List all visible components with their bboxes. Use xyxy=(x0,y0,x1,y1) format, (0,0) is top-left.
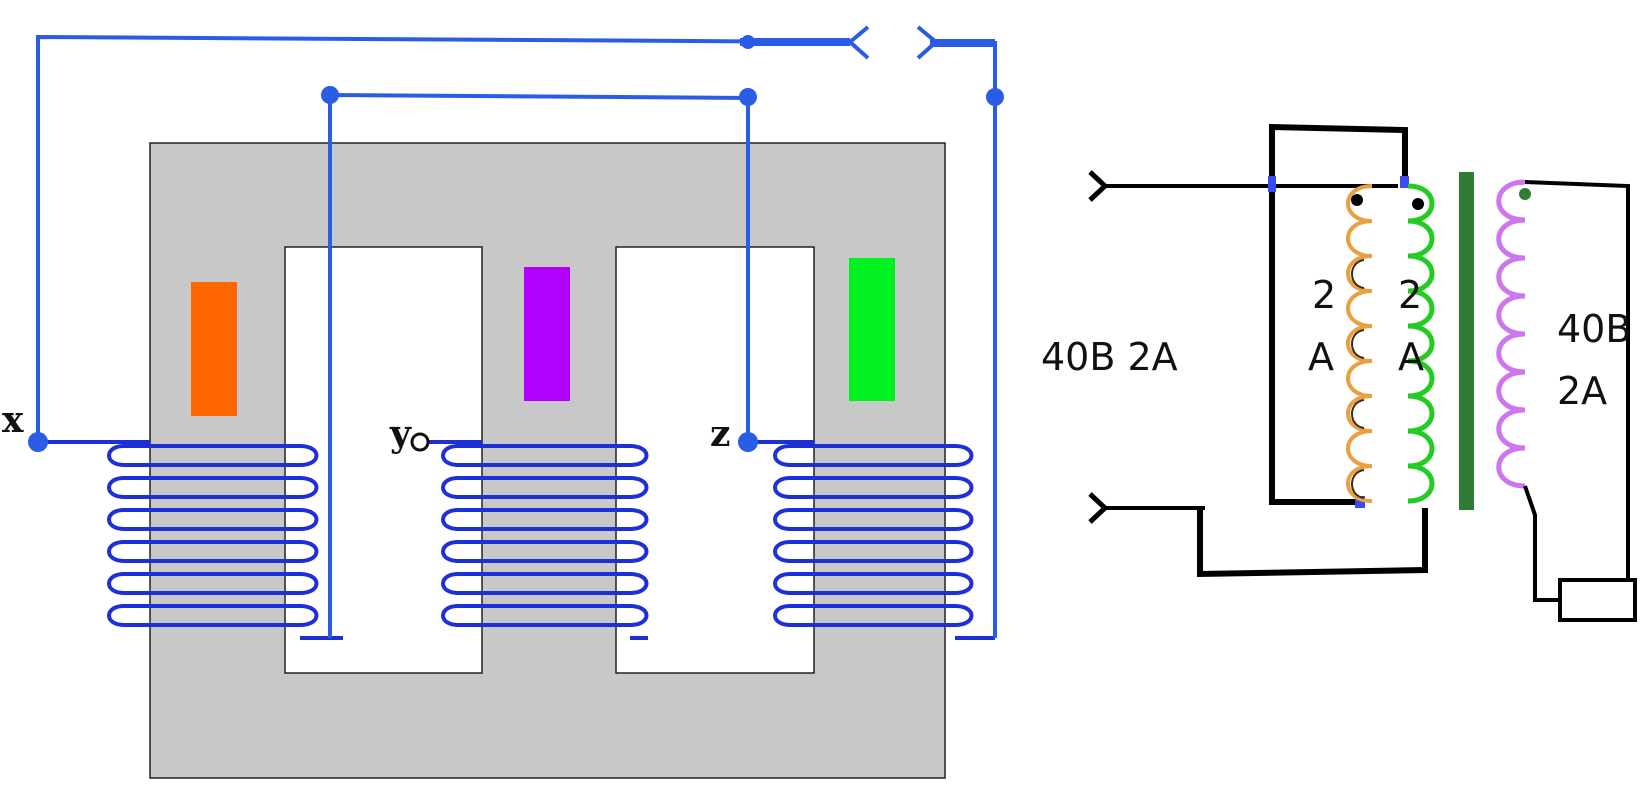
contact-marks xyxy=(1268,176,1409,508)
polarity-dot-violet xyxy=(1519,188,1531,200)
coil-right xyxy=(773,444,974,627)
coil-leads xyxy=(38,440,995,640)
terminal-z-label: z xyxy=(710,413,730,455)
schematic-wires xyxy=(1105,123,1428,578)
winding2-label-bottom: A xyxy=(1398,335,1424,379)
load-resistor xyxy=(1558,578,1637,622)
winding1-label-top: 2 xyxy=(1312,273,1336,317)
output-label-top: 40B xyxy=(1557,307,1631,351)
terminal-y-dot xyxy=(410,432,430,452)
winding2-label-top: 2 xyxy=(1398,273,1422,317)
terminal-x-dot xyxy=(28,432,48,452)
switch-contacts xyxy=(846,25,940,60)
input-rating-label: 40B 2A xyxy=(1041,335,1178,379)
coil-center xyxy=(441,444,649,627)
terminal-x-label: x xyxy=(2,399,24,441)
winding-orange xyxy=(1346,184,1373,503)
core-bar xyxy=(1459,172,1474,510)
junction-dots xyxy=(321,35,1004,106)
coil-left xyxy=(107,444,319,627)
polarity-dot-green xyxy=(1412,198,1424,210)
terminal-z-dot xyxy=(738,432,758,452)
terminal-y-label: y xyxy=(389,413,412,455)
purple-block xyxy=(524,267,570,401)
green-block xyxy=(849,258,895,401)
transformer-core xyxy=(149,142,946,779)
winding1-label-bottom: A xyxy=(1308,335,1334,379)
polarity-dot-orange xyxy=(1351,194,1363,206)
core-shape xyxy=(149,142,946,779)
orange-block xyxy=(191,282,237,416)
winding-violet xyxy=(1496,179,1526,489)
output-label-bottom: 2A xyxy=(1557,369,1607,413)
winding-green xyxy=(1407,183,1435,504)
